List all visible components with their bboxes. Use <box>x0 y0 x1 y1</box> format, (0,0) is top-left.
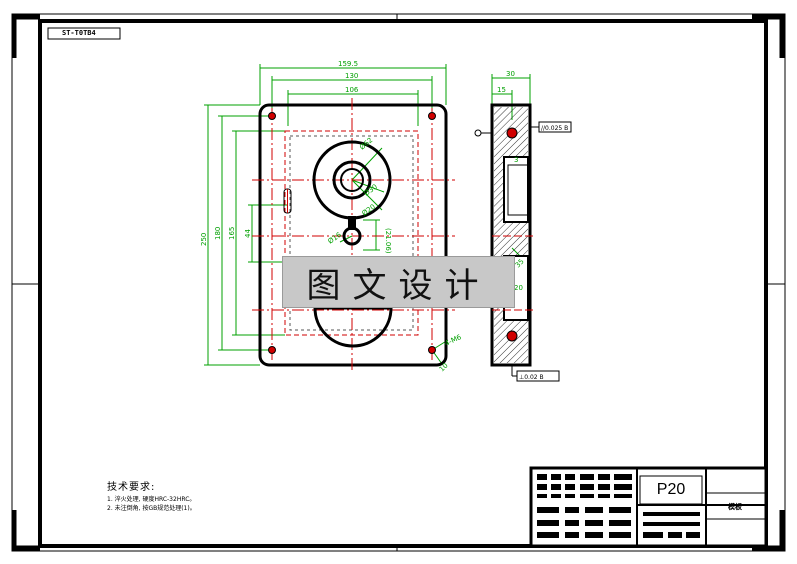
technical-notes-title: 技术要求: <box>107 482 156 493</box>
tolerance-parallel-text: //0.025 B <box>541 125 568 132</box>
dim-inner-width: 106 <box>345 86 359 94</box>
dim-overall-height: 250 <box>200 233 208 246</box>
corner-holes <box>268 112 436 354</box>
front-dimension-lines <box>204 64 449 366</box>
dim-center-offset: 44 <box>244 229 252 238</box>
technical-notes: 技术要求: 1. 淬火处理, 硬度HRC-32HRC。 2. 未注倒角, 按GB… <box>107 483 196 513</box>
dim-hole-span-width: 130 <box>345 72 358 80</box>
watermark-banner: 图文设计 <box>282 256 515 308</box>
dim-side-step: 3 <box>514 156 518 164</box>
dim-side-depth: 15 <box>497 86 506 94</box>
dim-hole-span-height: 180 <box>214 227 222 240</box>
technical-note-line: 1. 淬火处理, 硬度HRC-32HRC。 <box>107 496 196 503</box>
front-view <box>204 64 455 370</box>
drawing-number: ST-T0TB4 <box>62 29 96 37</box>
title-block <box>529 466 768 548</box>
dim-overall-width: 159.5 <box>338 60 358 68</box>
material-label: 模板 <box>728 503 742 511</box>
dim-side-width: 30 <box>506 70 515 78</box>
drawing-number-box <box>47 27 121 40</box>
datum-marker <box>474 129 482 137</box>
technical-note-line: 2. 未注倒角, 按GB规范处理(1)。 <box>107 505 196 512</box>
dim-side-relief: 20 <box>514 284 523 292</box>
side-outline <box>490 103 532 367</box>
dim-hole-depth: 10 <box>438 361 450 373</box>
side-view <box>474 74 572 382</box>
dim-side-pocket: 35 <box>514 257 526 269</box>
part-code: P20 <box>656 481 686 498</box>
dim-inner-height: 165 <box>228 227 236 240</box>
center-lines <box>252 98 455 370</box>
tolerance-flatness-text: ⊥0.02 B <box>519 374 544 381</box>
sheet-frame <box>11 13 786 552</box>
plate-outline <box>258 103 448 367</box>
dim-small-hole: Ø16 <box>327 231 344 246</box>
dim-offset: (21.06) <box>384 228 392 254</box>
